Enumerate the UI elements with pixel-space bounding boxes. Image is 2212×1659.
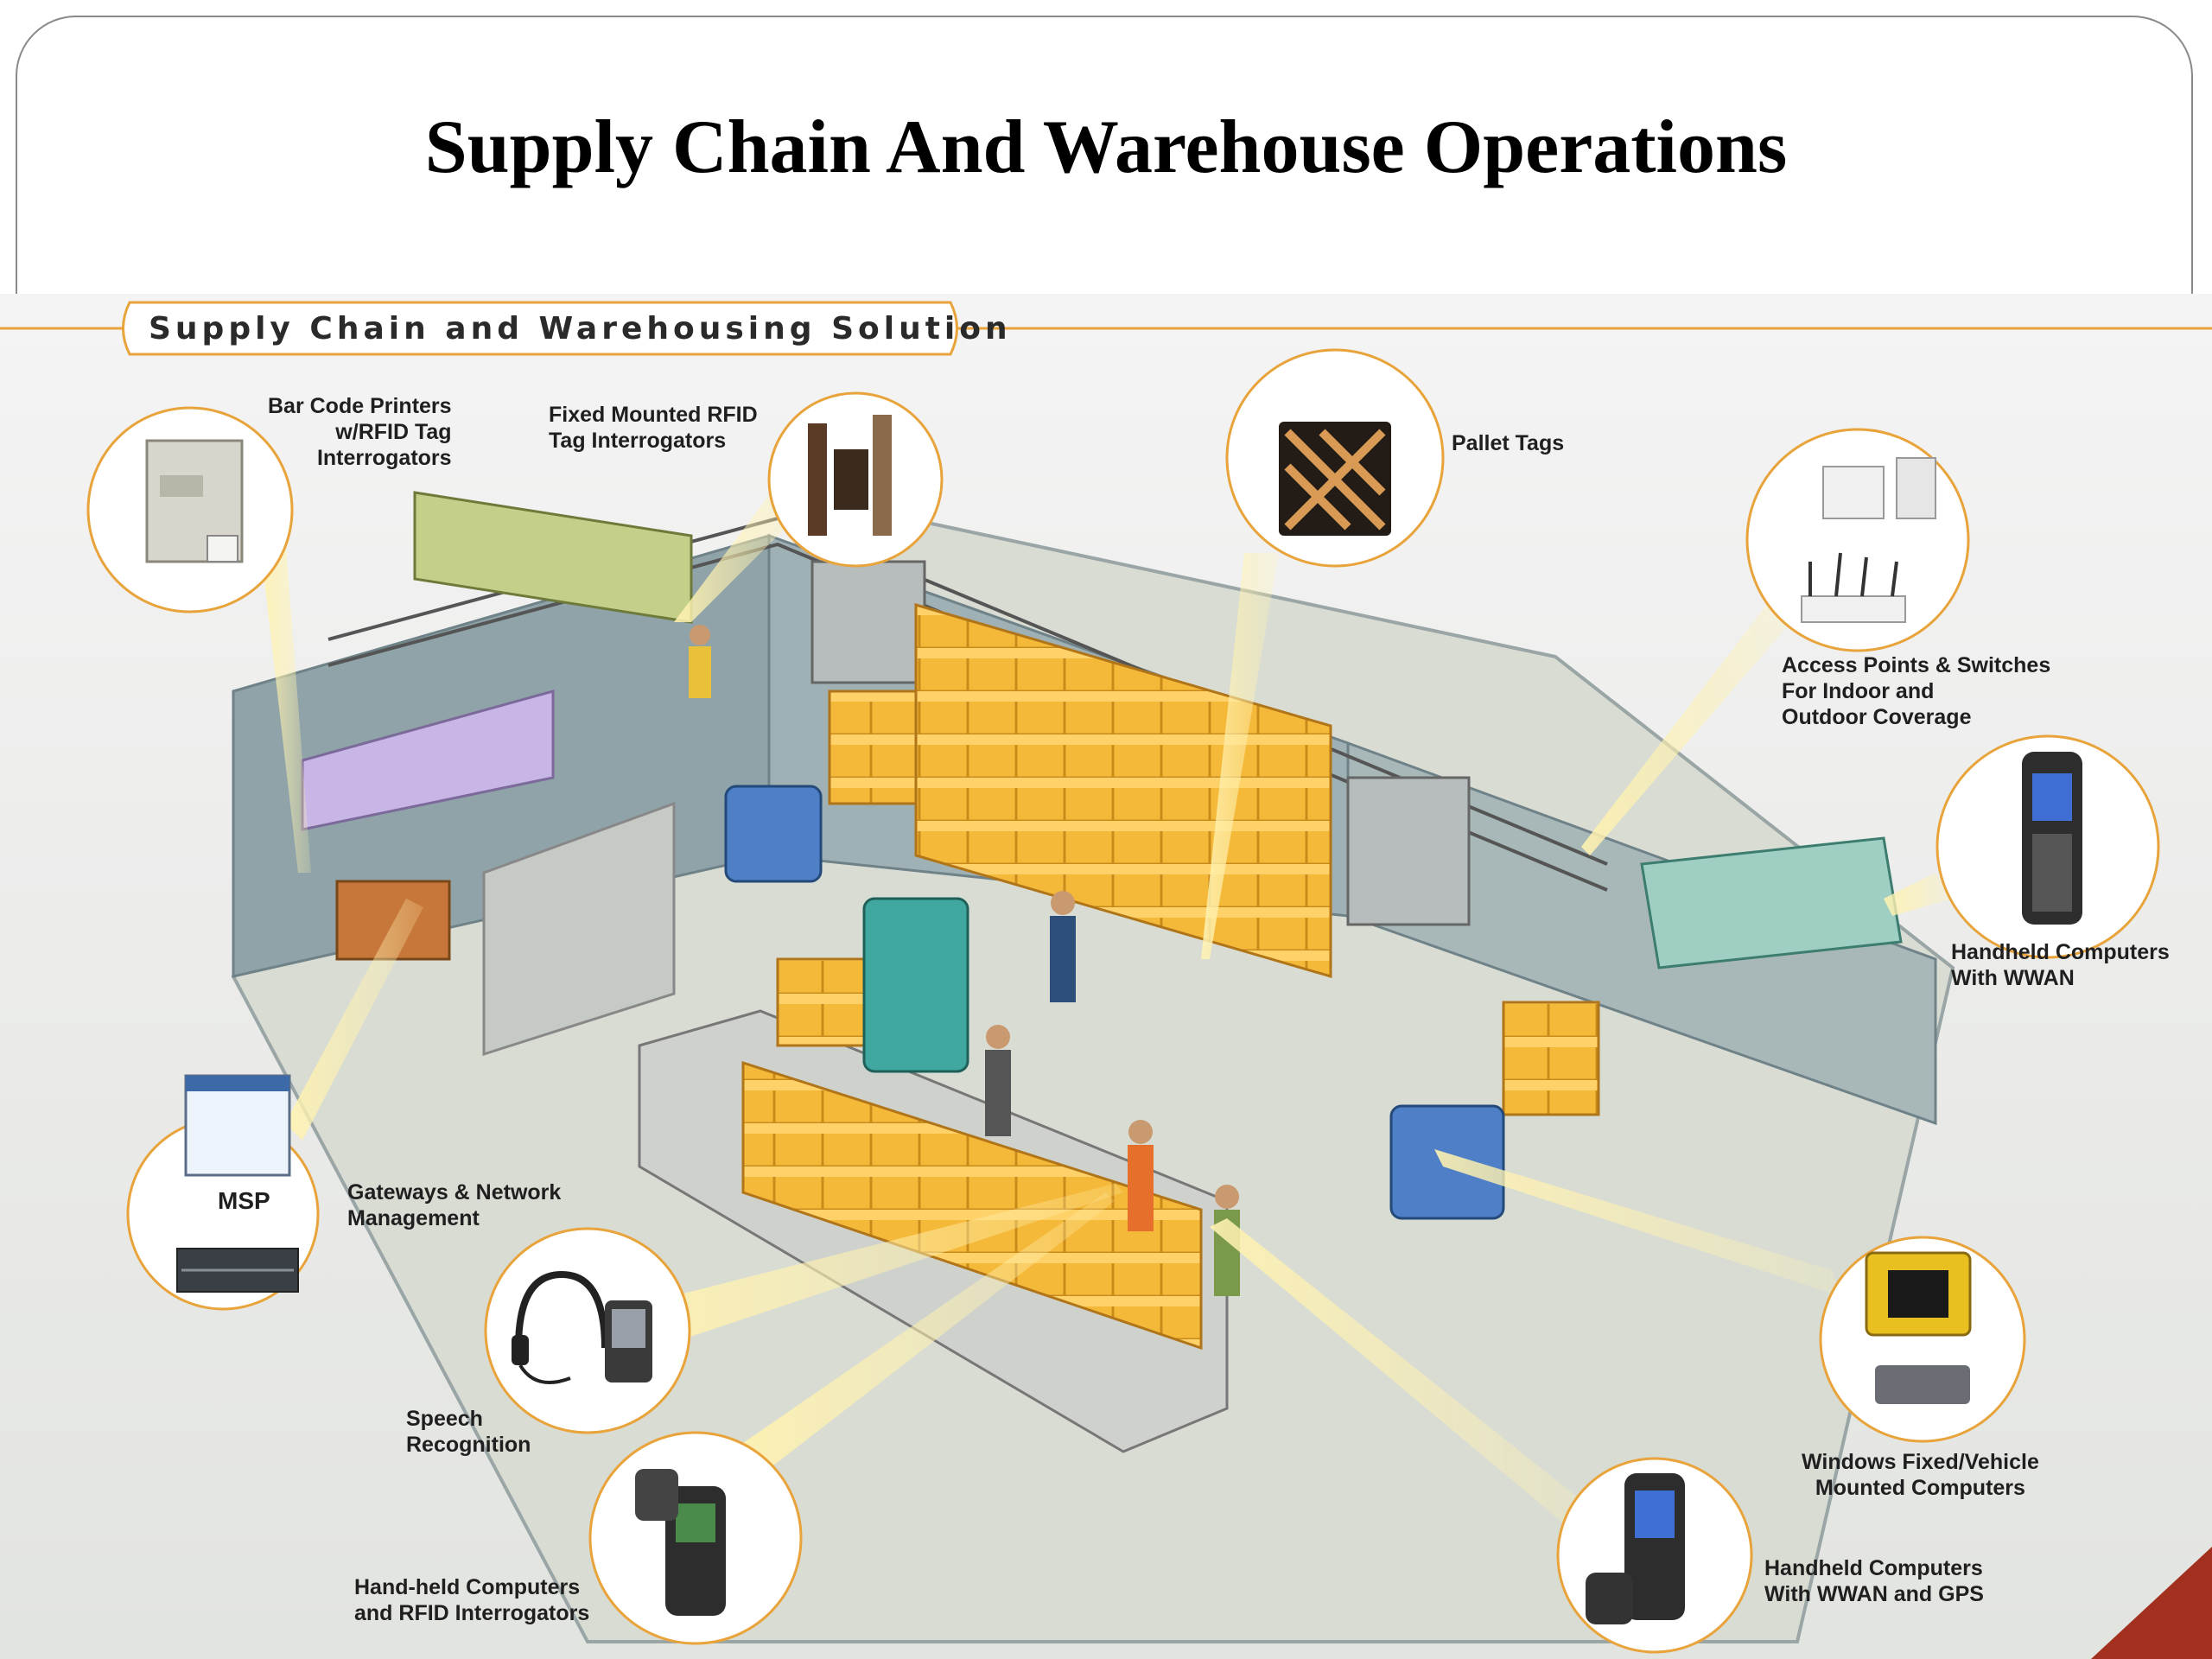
- printer-icon: [145, 439, 244, 563]
- label-vehicle-computers: Windows Fixed/Vehicle Mounted Computers: [1802, 1450, 2039, 1500]
- conveyor-boxes: [741, 1060, 1203, 1351]
- access-point-icon: [1801, 457, 1936, 623]
- rfid-portal-icon: [808, 415, 892, 536]
- roll-door-left: [810, 560, 926, 684]
- headset-icon: [512, 1270, 652, 1384]
- label-handheld-gps: Handheld Computers With WWAN and GPS: [1764, 1556, 1984, 1606]
- banner-pill: [122, 301, 958, 356]
- vehicle-computer-icon: [1865, 1251, 1972, 1404]
- partition-wall: [482, 801, 676, 1057]
- label-msp: MSP: [218, 1187, 270, 1214]
- corner-accent: [2091, 1547, 2212, 1659]
- box-group-right: [1502, 1001, 1600, 1116]
- label-gateways: Gateways & Network Management: [347, 1180, 562, 1230]
- slide-title: Supply Chain And Warehouse Operations: [424, 105, 1788, 189]
- forklift-teal: [862, 897, 969, 1073]
- rfid-handheld-icon: [635, 1469, 726, 1616]
- gps-handheld-icon: [1586, 1473, 1685, 1624]
- box-group-forklift: [828, 690, 918, 805]
- forklift-blue-back: [724, 785, 823, 883]
- label-access-points: Access Points & Switches For Indoor and …: [1782, 653, 2051, 729]
- label-speech: Speech Recognition: [406, 1407, 531, 1457]
- pallet-tag-icon: [1279, 422, 1391, 536]
- label-barcode-printers: Bar Code Printers w/RFID Tag Interrogato…: [268, 394, 452, 470]
- truck-right: [1640, 836, 1903, 969]
- handheld-computer-icon: [2022, 752, 2082, 925]
- roll-door-right: [1346, 776, 1471, 926]
- label-handheld-wwan: Handheld Computers With WWAN: [1951, 940, 2170, 990]
- callout-beams: [259, 484, 1953, 1538]
- banner-title: Supply Chain and Warehousing Solution: [149, 311, 1012, 346]
- worker-figures: [689, 625, 1240, 1296]
- label-pallet-tags: Pallet Tags: [1452, 431, 1565, 455]
- msp-server-icon: [176, 1074, 299, 1293]
- warehouse-diagram: [0, 294, 2212, 1659]
- label-handheld-rfid: Hand-held Computers and RFID Interrogato…: [354, 1575, 590, 1625]
- label-fixed-rfid: Fixed Mounted RFID Tag Interrogators: [549, 403, 758, 453]
